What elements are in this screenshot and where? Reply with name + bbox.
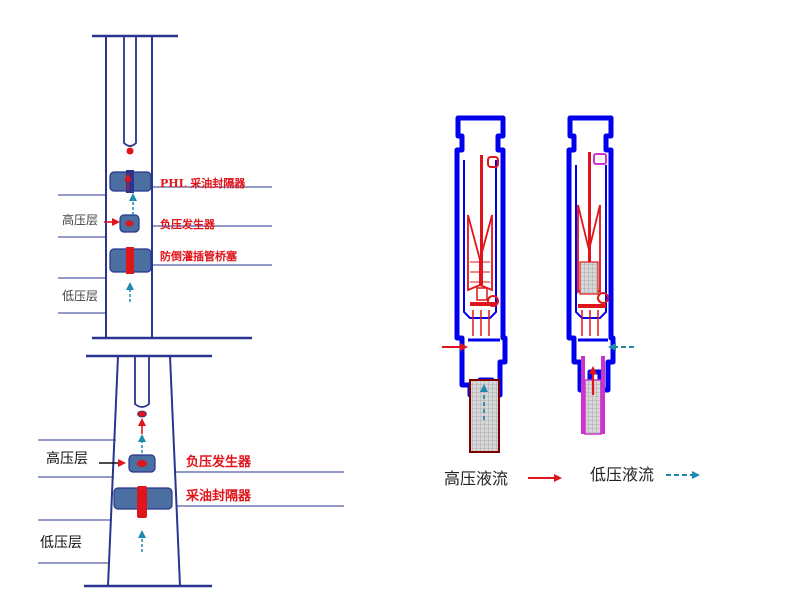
bottom-wellbore-diagram bbox=[38, 354, 344, 588]
top-wellbore-diagram bbox=[58, 34, 272, 340]
top-phl-packer bbox=[109, 170, 152, 193]
label-top-low-layer: 低压层 bbox=[62, 289, 99, 303]
label-top-high-layer: 高压层 bbox=[62, 213, 99, 227]
label-top-plug: 防倒灌插管桥塞 bbox=[160, 250, 237, 263]
label-bottom-low-layer: 低压层 bbox=[40, 535, 82, 551]
label-top-generator: 负压发生器 bbox=[160, 218, 215, 231]
bottom-negative-pressure-generator bbox=[128, 454, 156, 473]
label-bottom-packer: 采油封隔器 bbox=[186, 488, 252, 503]
label-top-phl-packer: PHL 采油封隔器 bbox=[160, 177, 246, 190]
legend-high-pressure-label: 高压液流 bbox=[444, 469, 509, 488]
label-bottom-generator: 负压发生器 bbox=[186, 454, 252, 469]
label-bottom-high-layer: 高压层 bbox=[46, 451, 88, 467]
bottom-production-packer bbox=[113, 486, 173, 518]
top-negative-pressure-generator bbox=[119, 214, 140, 233]
tool-low-pressure-section bbox=[566, 115, 634, 435]
top-anti-backflow-plug bbox=[109, 247, 152, 274]
tool-high-pressure-section bbox=[442, 115, 508, 453]
legend-low-pressure-label: 低压液流 bbox=[590, 465, 655, 484]
